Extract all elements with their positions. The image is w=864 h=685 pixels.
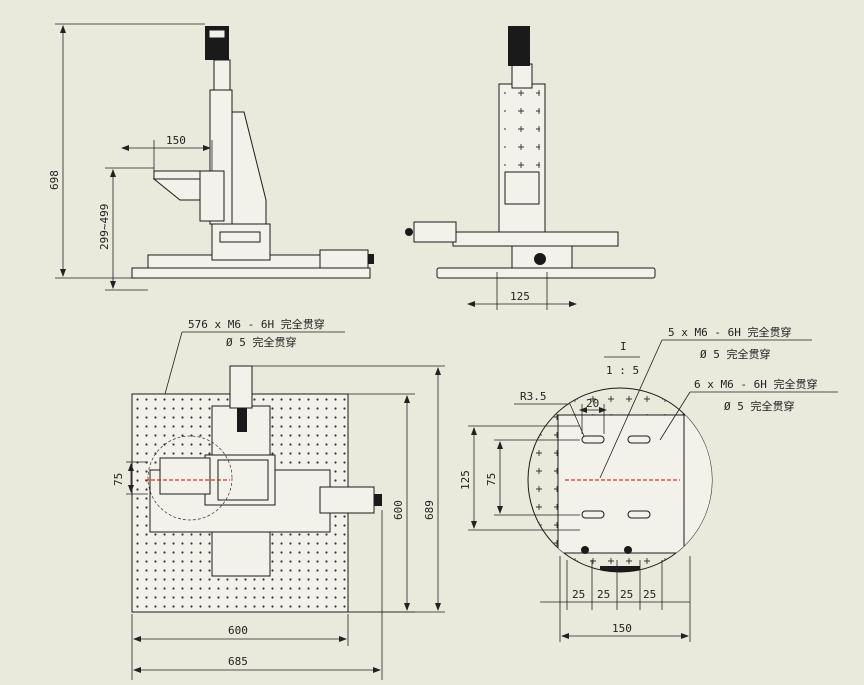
- dim-inner-height: 600: [392, 500, 405, 520]
- dim-pitch-1: 25: [572, 588, 585, 601]
- dim-slot-len: 20: [586, 397, 599, 410]
- dim-side-width: 125: [510, 290, 530, 303]
- dim-pitch-2: 25: [597, 588, 610, 601]
- dim-pitch-3: 25: [620, 588, 633, 601]
- dim-detail-width: 150: [612, 622, 632, 635]
- detail-label: I: [620, 340, 627, 353]
- note-holes-line1: 576 x M6 - 6H 完全贯穿: [188, 317, 325, 331]
- dim-detail-inner: 75: [485, 473, 498, 486]
- dim-stroke: 299~499: [98, 204, 111, 250]
- side-view: 125: [405, 26, 656, 310]
- dim-slot: 75: [112, 473, 125, 486]
- note-a-line1: 5 x M6 - 6H 完全贯穿: [668, 325, 791, 339]
- dim-pitch-4: 25: [643, 588, 656, 601]
- detail-scale: 1 : 5: [606, 364, 639, 377]
- note-b-line2: Ø 5 完全贯穿: [724, 399, 795, 413]
- note-b-line1: 6 x M6 - 6H 完全贯穿: [694, 377, 817, 391]
- dim-detail-outer: 125: [459, 470, 472, 490]
- note-holes-line2: Ø 5 完全贯穿: [226, 335, 297, 349]
- detail-view: I 1 : 5 5 x M6 - 6H 完全贯穿 Ø 5 完全贯穿 6 x M6…: [459, 325, 838, 642]
- dim-arm: 150: [166, 134, 186, 147]
- column-hole-grid: [504, 90, 540, 168]
- dim-outer-width: 685: [228, 655, 248, 668]
- dim-inner-width: 600: [228, 624, 248, 637]
- front-view: 698 299~499 150: [48, 23, 374, 291]
- dim-outer-height: 689: [423, 500, 436, 520]
- dim-radius: R3.5: [520, 390, 547, 403]
- top-view: 600 689 600 685 75 576 x M6 - 6H 完全贯穿 Ø …: [112, 317, 445, 680]
- dim-height: 698: [48, 170, 61, 190]
- note-a-line2: Ø 5 完全贯穿: [700, 347, 771, 361]
